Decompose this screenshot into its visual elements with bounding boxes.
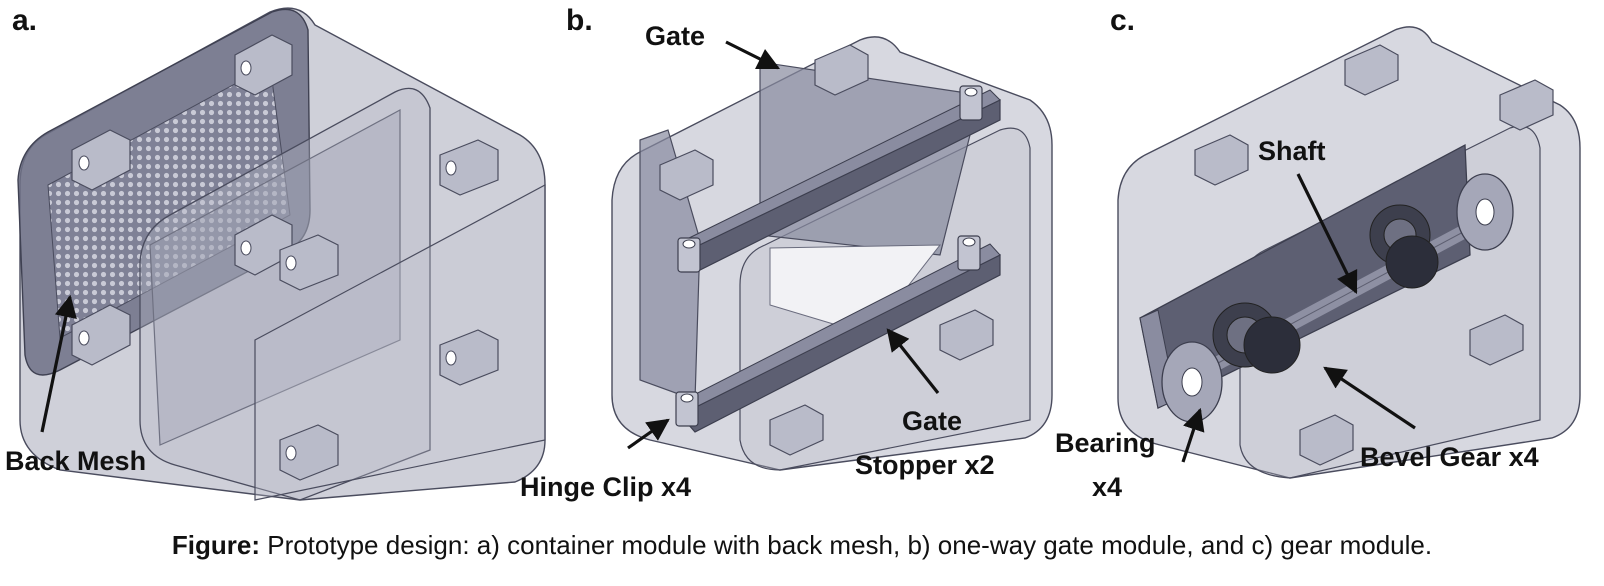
bevel-gear-label: Bevel Gear x4 <box>1360 442 1539 472</box>
bearing-arrow <box>1181 407 1205 463</box>
caption-prefix: Figure: <box>171 530 260 560</box>
gate-stopper-label-line1: Gate <box>902 406 962 436</box>
back-mesh-arrow <box>40 294 77 433</box>
hinge-clip-label: Hinge Clip x4 <box>520 472 691 502</box>
panel-c: c. <box>1055 4 1581 502</box>
shaft-label: Shaft <box>1258 136 1326 166</box>
panel-b: b. <box>520 4 1053 502</box>
gear-module <box>1117 26 1581 479</box>
gate-stopper-label-line2: Stopper x2 <box>855 450 995 480</box>
hinge-clips <box>675 85 983 427</box>
bearings <box>1161 173 1514 423</box>
back-mesh-label: Back Mesh <box>5 446 146 476</box>
bevel-gear-arrow <box>1323 366 1416 430</box>
panel-b-letter: b. <box>566 4 593 37</box>
bearing-label-line1: Bearing <box>1055 428 1156 458</box>
container-module <box>17 7 546 501</box>
panel-a: a. <box>5 4 546 501</box>
caption-text: Prototype design: a) container module wi… <box>260 530 1433 560</box>
shaft-arrow <box>1296 173 1358 295</box>
gate-module <box>611 36 1053 471</box>
figure-caption: Figure: Prototype design: a) container m… <box>0 530 1604 561</box>
panel-a-letter: a. <box>12 4 37 37</box>
gate-stopper-arrow <box>886 328 940 394</box>
panel-c-letter: c. <box>1110 4 1135 37</box>
bevel-gears <box>1212 204 1439 374</box>
back-mesh <box>47 64 291 339</box>
gate-label: Gate <box>645 21 705 51</box>
hinge-clip-arrow <box>627 418 670 450</box>
bearing-label-line2: x4 <box>1092 472 1122 502</box>
gate-arrow <box>725 40 781 70</box>
